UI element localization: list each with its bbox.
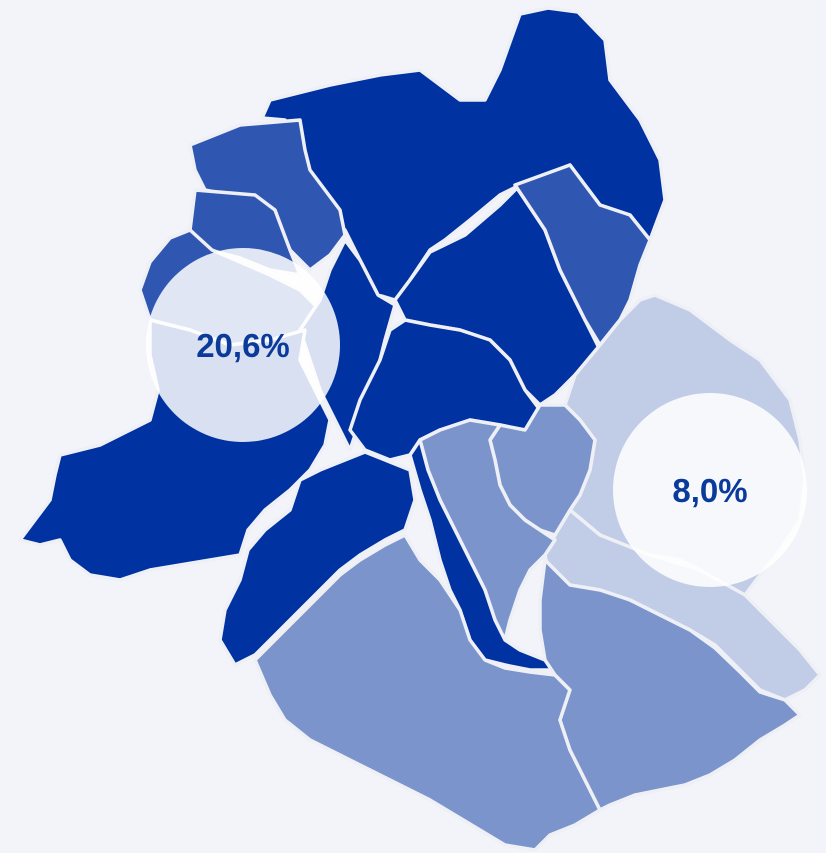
label-east: 8,0% — [613, 393, 807, 587]
value-labels: 20,6% 8,0% — [146, 248, 807, 587]
label-east-text: 8,0% — [672, 472, 747, 509]
region-southeast[interactable] — [538, 558, 802, 812]
label-west-circle — [146, 248, 340, 442]
region-northeast[interactable] — [513, 163, 652, 347]
label-west: 20,6% — [146, 248, 340, 442]
label-east-circle — [613, 393, 807, 587]
label-west-text: 20,6% — [196, 327, 290, 364]
region-south-west[interactable] — [218, 450, 417, 667]
